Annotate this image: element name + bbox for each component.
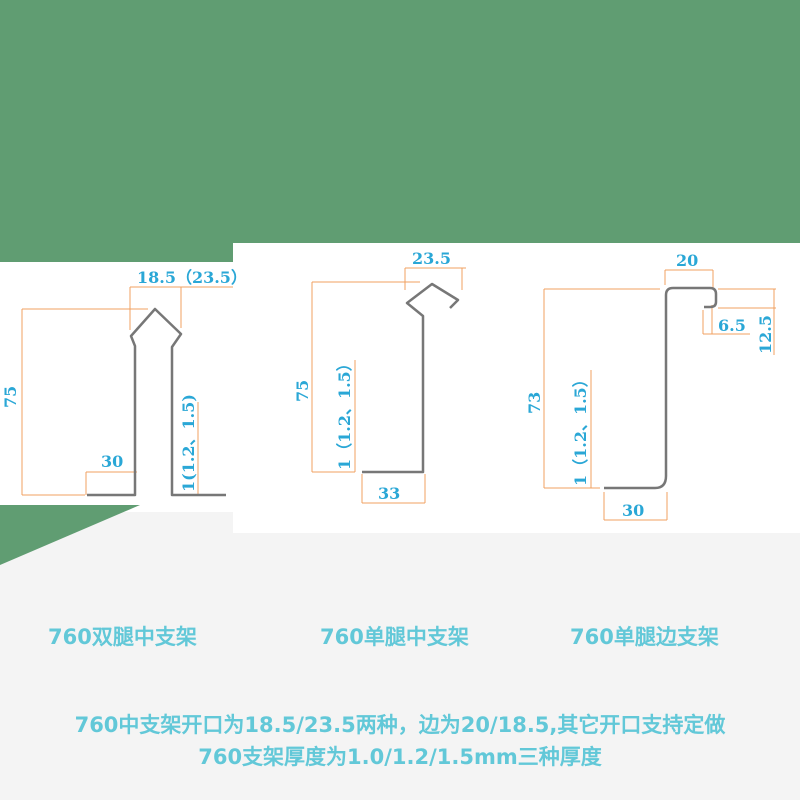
- d3-top-width: 20: [676, 251, 698, 270]
- dimension-lines: [21, 267, 776, 521]
- dimension-labels: 18.5（23.5） 75 30 1(1.2、1.5) 23.5 75 33 1…: [1, 249, 775, 520]
- caption-single-leg-edge: 760单腿边支架: [570, 625, 719, 649]
- d3-lip-outer: 12.5: [756, 315, 775, 354]
- d1-thickness: 1(1.2、1.5): [179, 394, 198, 492]
- d2-height: 75: [293, 380, 312, 402]
- profile-shapes: [87, 282, 718, 497]
- d2-thickness: 1（1.2、1.5）: [335, 355, 354, 470]
- d3-height: 73: [525, 392, 544, 414]
- green-corner: [0, 505, 140, 565]
- d2-top-width: 23.5: [412, 249, 451, 268]
- d3-thickness: 1（1.2、1.5）: [571, 371, 590, 486]
- d1-height: 75: [1, 386, 20, 408]
- green-banner: [0, 0, 800, 262]
- d3-bottom-width: 30: [622, 501, 644, 520]
- single-leg-mid-profile: [362, 282, 460, 474]
- d1-top-width: 18.5（23.5）: [137, 268, 247, 287]
- panel-single-leg: [233, 243, 800, 533]
- caption-double-leg: 760双腿中支架: [48, 625, 197, 649]
- double-leg-profile: [87, 307, 226, 497]
- d3-lip-inner: 6.5: [718, 316, 746, 335]
- caption-single-leg-mid: 760单腿中支架: [320, 625, 469, 649]
- d2-bottom-width: 33: [378, 484, 400, 503]
- panel-double-leg: [0, 262, 235, 512]
- note-thickness: 760支架厚度为1.0/1.2/1.5mm三种厚度: [198, 745, 602, 769]
- d1-bottom-width: 30: [101, 452, 123, 471]
- note-openings: 760中支架开口为18.5/23.5两种，边为20/18.5,其它开口支持定做: [74, 713, 726, 737]
- single-leg-edge-profile: [604, 286, 718, 490]
